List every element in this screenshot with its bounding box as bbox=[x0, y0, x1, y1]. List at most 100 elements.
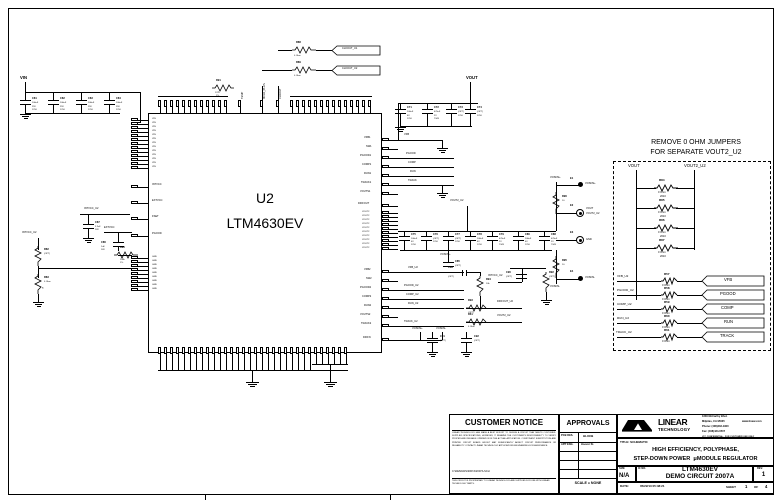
approvals-heading: APPROVALS bbox=[566, 420, 610, 427]
ic-pin-label-vfb2: VFB2 bbox=[364, 268, 371, 271]
res-val-r83: 0 Ohm bbox=[44, 281, 51, 283]
ic-pin-label-vin-2: VIN bbox=[152, 126, 156, 128]
res-ref-r89: R89 bbox=[296, 61, 301, 64]
cap-ref-c76: C76 bbox=[433, 233, 438, 236]
ic-pin-label-gnd-0: GND bbox=[152, 256, 157, 258]
cap-ref-c92: C92 bbox=[474, 335, 479, 338]
resistor-symbol-r87 bbox=[654, 243, 678, 253]
net-label-vfb-top: VFB bbox=[404, 133, 410, 136]
net-flag-vfb bbox=[701, 275, 765, 287]
net-flag-label-comp: COMP bbox=[721, 305, 734, 310]
sheet-number: 1 bbox=[745, 484, 748, 489]
net-label-vosns-p-bot: VOSNS+ bbox=[412, 327, 423, 330]
res-val-r85: 0 Ohm bbox=[658, 211, 666, 214]
net-label-vosns-n-tp: VOSNS- bbox=[550, 285, 560, 288]
cap-val-c84: 100uF bbox=[116, 101, 123, 104]
net-label-track-top: TRACK bbox=[408, 179, 417, 182]
res-val-r58: 0 Ohm bbox=[662, 298, 670, 301]
res-pkg-r85: 2010 bbox=[660, 215, 666, 218]
ic-pin-label-vin-0: VIN bbox=[152, 118, 156, 120]
approvals-row-value-0: HLXCB bbox=[583, 434, 594, 438]
cap-ref-c83: C83 bbox=[88, 97, 93, 100]
test-point-ref-e2: E2 bbox=[570, 204, 574, 207]
cap-volt-c81: 25V bbox=[32, 106, 36, 108]
resistor-symbol-r94 bbox=[476, 276, 484, 296]
sheet-border-left bbox=[8, 8, 9, 495]
date-label: DATE: bbox=[620, 484, 629, 488]
res-ref-r61: R61 bbox=[664, 328, 670, 332]
ic-part-number: LTM4630EV bbox=[226, 215, 304, 231]
test-point-e4-dot[interactable] bbox=[578, 276, 583, 281]
cap-ref-c71: C71 bbox=[407, 106, 412, 109]
ic-pin-label-gnd-8: GND bbox=[152, 288, 157, 290]
ic-pin-label-vout2-1: VOUT2 bbox=[362, 215, 370, 217]
ic-pin-label-vout2-4: VOUT2 bbox=[362, 227, 370, 229]
size-box bbox=[617, 466, 636, 482]
res-pkg-r86: 2010 bbox=[660, 235, 666, 238]
res-ref-r91: R91 bbox=[216, 79, 221, 82]
res-ref-r94: R94 bbox=[486, 278, 491, 281]
company-phone: Phone: (408)432-1900 bbox=[702, 425, 729, 428]
signal-jumper-left-label-2: COMP_U2 bbox=[617, 302, 632, 306]
rev-label: REV. bbox=[757, 467, 763, 470]
res-val-r84: 0 Ohm bbox=[658, 191, 666, 194]
ic-pin-label-pgood-left: PGOOD bbox=[152, 232, 162, 235]
cap-pkg-c83: 1210 bbox=[88, 109, 93, 111]
ic-pin-label-pgood1: PGOOD1 bbox=[360, 154, 372, 157]
ic-pin-label-vin-10: VIN bbox=[152, 158, 156, 160]
cap-pkg-c71: 1210 bbox=[407, 118, 412, 120]
cap-ref-c73: C73 bbox=[458, 106, 463, 109]
cap-pkg-c84: 1210 bbox=[116, 109, 121, 111]
res-pkg-r87: 2010 bbox=[660, 255, 666, 258]
net-label-intvcc-u2-bot: INTVCC_U2 bbox=[488, 274, 503, 277]
net-flag-run bbox=[701, 317, 765, 329]
res-val-r90: 100k bbox=[120, 259, 125, 261]
test-point-e1-dot[interactable] bbox=[578, 182, 583, 187]
cap-pkg-c88: 7343 bbox=[551, 244, 556, 246]
ic-pin-label-gnd-3: GND bbox=[152, 268, 157, 270]
cap-ref-c72: C72 bbox=[434, 106, 439, 109]
cap-ref-c91: C91 bbox=[440, 335, 445, 338]
company-logo-box bbox=[617, 414, 774, 438]
res-val-r96: 10 bbox=[562, 264, 565, 266]
cap-ref-c79: C79 bbox=[499, 233, 504, 236]
resistor-symbol-r57 bbox=[661, 276, 678, 286]
net-label-intvcc-u2-left: INTVCC_U2 bbox=[22, 231, 37, 234]
net-label-comp-top: COMP bbox=[408, 161, 416, 164]
ic-pin-label-vin-11: VIN bbox=[152, 162, 156, 164]
jumper-box-title-line2: FOR SEPARATE VOUT2_U2 bbox=[650, 149, 742, 156]
cap-val-c91: (OPT) bbox=[440, 340, 446, 342]
cap-pkg-c75: 1210 bbox=[411, 244, 416, 246]
company-sub: TECHNOLOGY bbox=[658, 427, 691, 432]
cap-volt-c71: 6V bbox=[407, 115, 410, 117]
cap-val-c88: 470uF bbox=[551, 237, 558, 240]
res-ref-r92: R92 bbox=[549, 271, 554, 274]
signal-jumper-left-label-3: RUN_U2 bbox=[617, 316, 630, 320]
cap-val-c74: (OPT) bbox=[477, 110, 483, 113]
customer-notice-heading: CUSTOMER NOTICE bbox=[464, 418, 544, 427]
ic-no-value: LTM4630EV bbox=[681, 466, 718, 473]
sheet-total: 4 bbox=[765, 484, 768, 489]
net-flag-label-vfb: VFB bbox=[724, 277, 733, 282]
date-sheet-box bbox=[617, 482, 774, 494]
cap-val-c76: (OPT) bbox=[433, 237, 439, 240]
cap-ref-c78: C78 bbox=[477, 233, 482, 236]
jumper-box-outline bbox=[613, 161, 771, 351]
cap-val-c81: 100uF bbox=[32, 101, 39, 104]
resistor-symbol-r91 bbox=[212, 84, 234, 92]
customer-notice-footer: THIS CIRCUIT IS PROPRIETARY TO LINEAR TE… bbox=[452, 480, 550, 486]
ic-pin-label-track1: TRACK1 bbox=[361, 181, 372, 184]
cap-ref-c74: C74 bbox=[477, 106, 482, 109]
net-flag-clkout-u1 bbox=[331, 45, 381, 56]
ic-pin-label-vout2-6: VOUT2 bbox=[362, 235, 370, 237]
resistor-symbol-r61-bot bbox=[466, 318, 487, 326]
res-pkg-r84: 2010 bbox=[660, 195, 666, 198]
resistor-symbol-r60 bbox=[661, 318, 678, 328]
cap-val-c73: (OPT) bbox=[458, 110, 464, 113]
ic-pin-label-fset: FSET bbox=[152, 215, 159, 218]
ic-pin-label-comp2: COMP2 bbox=[362, 295, 372, 298]
title-text-box bbox=[617, 438, 774, 466]
ic-pin-label-comp1: COMP1 bbox=[362, 163, 372, 166]
ic-pin-label-vout2-7: VOUT2 bbox=[362, 239, 370, 241]
